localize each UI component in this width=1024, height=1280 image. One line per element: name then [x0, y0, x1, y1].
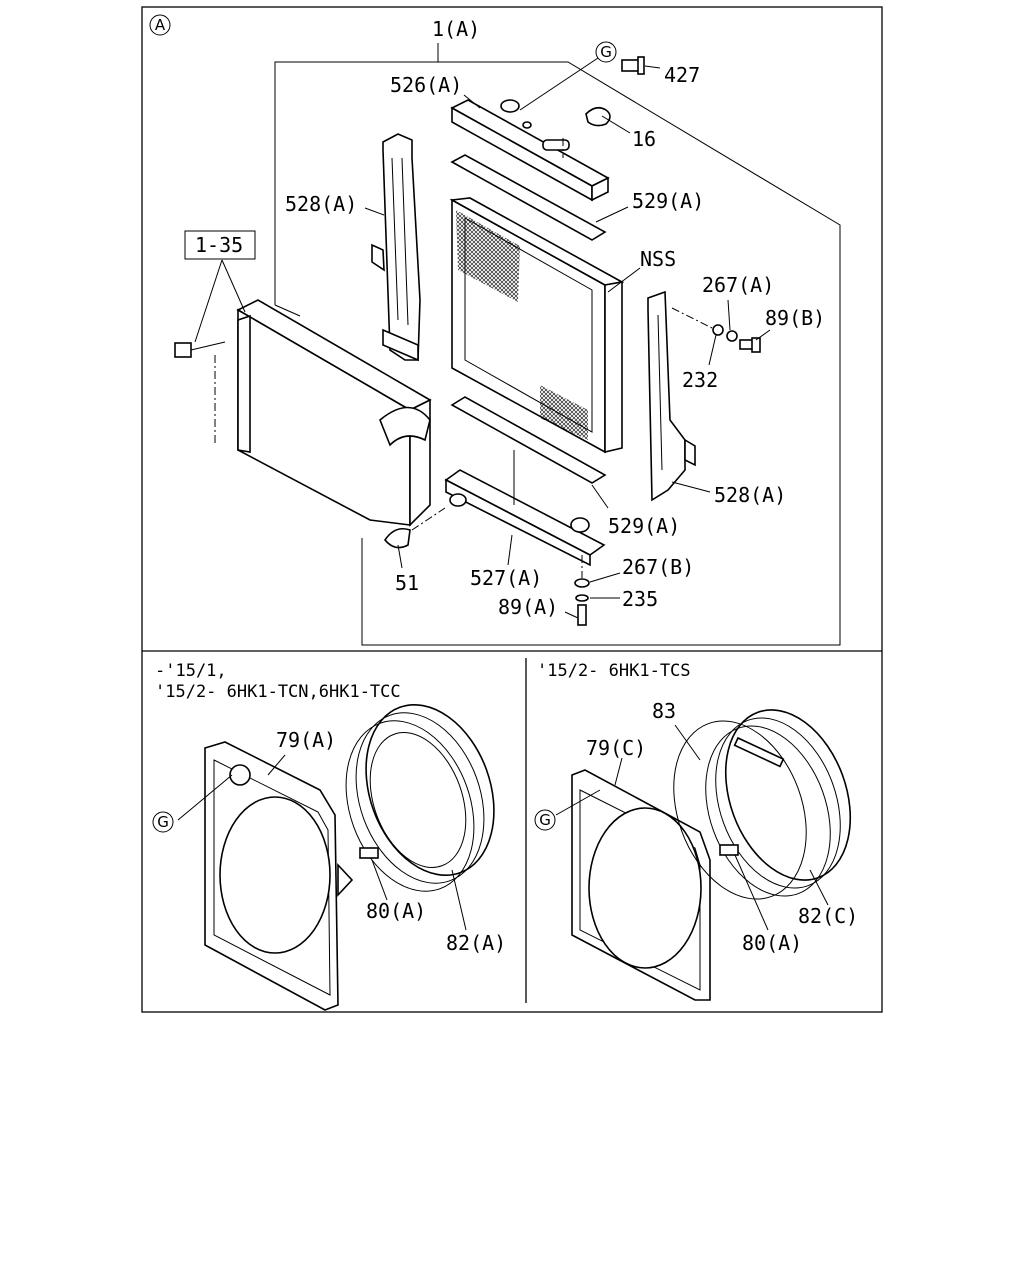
right-panel-text: '15/2- 6HK1-TCS 83 79(C) 80(A) 82(C) — [537, 661, 858, 955]
callout-g-right-text: G — [539, 811, 551, 829]
radiator-core — [449, 197, 625, 454]
label-ring-82a: 82(A) — [446, 931, 506, 955]
left-panel-line1: -'15/1, — [155, 661, 227, 681]
left-panel-drawing — [177, 703, 495, 1011]
leader-lines-top — [194, 57, 771, 619]
label-drain-51: 51 — [395, 571, 419, 595]
drain-cock-51 — [384, 507, 446, 549]
lower-seal — [450, 396, 607, 484]
bolt-427 — [621, 56, 645, 75]
label-washer-267a: 267(A) — [702, 273, 774, 297]
intercooler — [174, 299, 432, 527]
side-support-right — [647, 290, 696, 502]
label-bolt-427: 427 — [664, 63, 700, 87]
callout-g-left-text: G — [157, 813, 169, 831]
left-panel-line2: '15/2- 6HK1-TCN,6HK1-TCC — [155, 682, 401, 702]
label-side-support-right: 528(A) — [714, 483, 786, 507]
section-marker-a: A — [149, 14, 171, 36]
label-shroud-c: 79(C) — [586, 736, 646, 760]
radiator-cap — [562, 106, 611, 158]
label-lower-tank: 527(A) — [470, 566, 542, 590]
label-lower-seal: 529(A) — [608, 514, 680, 538]
label-bolt-89a: 89(A) — [498, 595, 558, 619]
diagram-frame — [141, 6, 883, 1013]
label-cap: 16 — [632, 127, 656, 151]
right-panel-drawing — [555, 709, 852, 1001]
side-support-left — [371, 133, 421, 362]
label-core: NSS — [640, 247, 676, 271]
callout-g-left: G — [152, 811, 174, 833]
label-upper-tank: 526(A) — [390, 73, 462, 97]
top-labels: 1(A) 526(A) 427 16 528(A) 529(A) NSS 267… — [195, 17, 825, 619]
label-bolt-80a-right: 80(A) — [742, 931, 802, 955]
fasteners-bottom — [574, 555, 590, 626]
callout-g-right: G — [534, 809, 556, 831]
label-bolt-89b: 89(B) — [765, 306, 825, 330]
label-washer-235: 235 — [622, 587, 658, 611]
label-assembly: 1(A) — [432, 17, 480, 41]
right-panel-line1: '15/2- 6HK1-TCS — [537, 661, 691, 681]
ref-box-1-35 — [184, 230, 256, 260]
label-nut-232: 232 — [682, 368, 718, 392]
assembly-bracket — [274, 43, 841, 646]
lower-tank — [444, 450, 606, 567]
label-side-support-left: 528(A) — [285, 192, 357, 216]
label-washer-267b: 267(B) — [622, 555, 694, 579]
label-bolt-80a-left: 80(A) — [366, 899, 426, 923]
label-shroud-a: 79(A) — [276, 728, 336, 752]
upper-tank — [450, 99, 610, 202]
label-hose-83: 83 — [652, 699, 676, 723]
fasteners-right — [671, 307, 761, 353]
label-ref-1-35: 1-35 — [195, 233, 243, 257]
left-panel-text: -'15/1, '15/2- 6HK1-TCN,6HK1-TCC 79(A) 8… — [155, 661, 506, 955]
upper-seal — [450, 154, 607, 241]
label-ring-82c: 82(C) — [798, 904, 858, 928]
section-marker-text: A — [155, 16, 166, 34]
label-upper-seal: 529(A) — [632, 189, 704, 213]
callout-g-top: G — [595, 41, 617, 63]
callout-g-top-text: G — [600, 43, 612, 61]
